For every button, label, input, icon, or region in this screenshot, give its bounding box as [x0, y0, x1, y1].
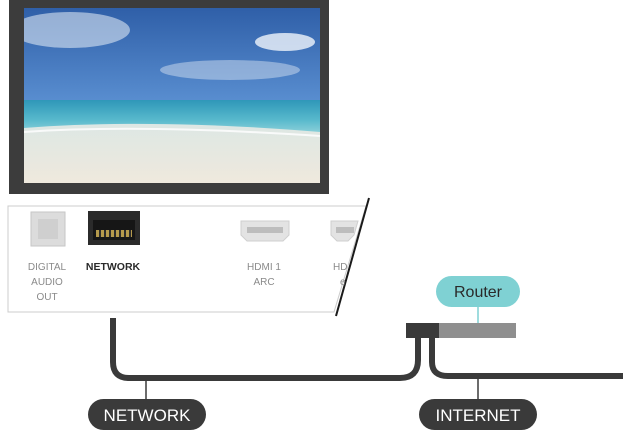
network-port-label: NETWORK: [86, 261, 141, 273]
network-cable: [110, 318, 421, 381]
hdmi1-port: [240, 220, 290, 242]
network-callout-label: NETWORK: [104, 406, 192, 425]
connector-panel: DIGITAL AUDIO OUT NETWORK HDMI 1 ARC: [7, 197, 370, 317]
router-ports: [406, 323, 439, 338]
digital-audio-label-line1: DIGITAL: [28, 262, 67, 273]
hdmi2-label-line2: e: [340, 277, 346, 288]
ethernet-port: [88, 211, 140, 245]
digital-audio-label-line3: OUT: [36, 292, 57, 303]
digital-audio-port: [30, 211, 66, 247]
internet-callout-pill: [419, 399, 537, 430]
router-label: Router: [454, 284, 503, 301]
network-callout-pill: [88, 399, 206, 430]
hdmi2-port: [330, 220, 359, 242]
router-label-bubble: [436, 276, 520, 307]
hdmi1-label-line2: ARC: [253, 277, 274, 288]
router: Router: [406, 276, 520, 338]
internet-callout: INTERNET: [419, 379, 537, 430]
internet-callout-label: INTERNET: [436, 406, 521, 425]
network-callout: NETWORK: [88, 381, 206, 430]
internet-cable: [429, 336, 623, 379]
tv: [9, 0, 329, 194]
hdmi1-label-line1: HDMI 1: [247, 262, 281, 273]
hdmi2-label-line1: HD: [333, 262, 347, 273]
tv-screen: [24, 8, 320, 183]
panel-cut-line: [335, 197, 370, 317]
digital-audio-label-line2: AUDIO: [31, 277, 63, 288]
